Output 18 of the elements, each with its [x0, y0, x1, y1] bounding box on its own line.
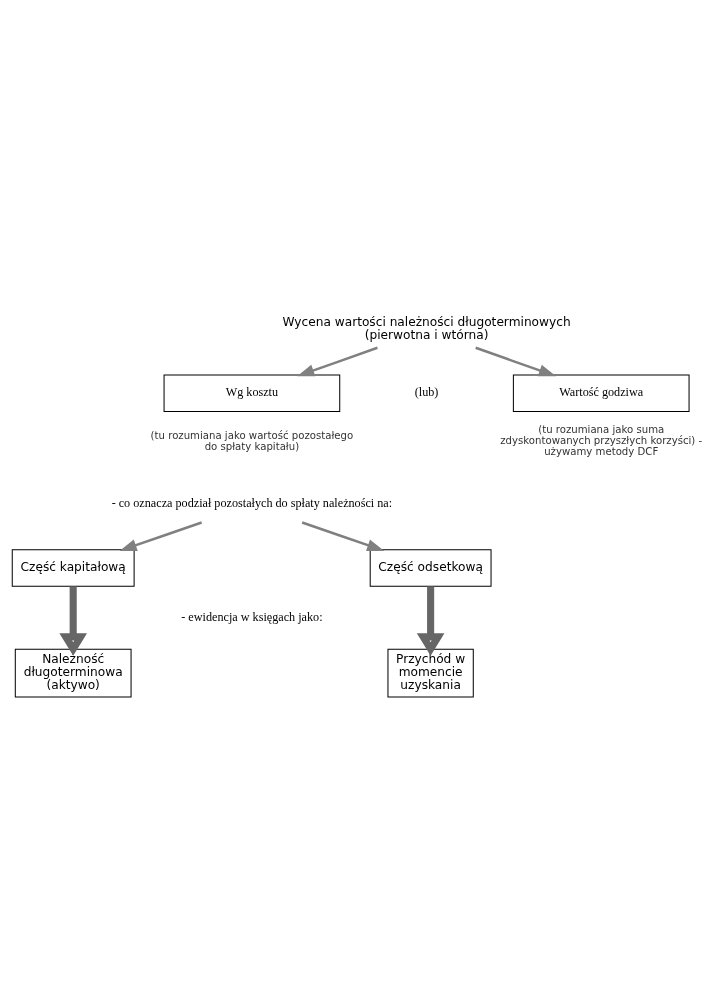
node-label: (tu rozumiana jako suma zdyskontowanych przyszłych korzyści) - używamy metody DCF: [500, 423, 703, 458]
node-label: (tu rozumiana jako wartość pozostałego do spłaty kapitału): [150, 429, 354, 452]
node-box: Część kapitałową: [11, 549, 135, 587]
node-box: Wartość godziwa: [512, 374, 690, 413]
node-box: Część odsetkową: [369, 549, 492, 587]
arrow: [297, 346, 378, 377]
arrow: [119, 521, 203, 551]
label: (lub): [414, 385, 439, 400]
node-box: Należność długoterminowa (aktywo): [14, 648, 132, 698]
label: - ewidencja w księgach jako:: [181, 609, 323, 624]
arrow: [59, 586, 87, 656]
arrow: [416, 586, 445, 656]
arrow: [475, 346, 557, 377]
node-box: Wg kosztu: [163, 374, 341, 413]
node-text: - co oznacza podział pozostałych do spłaty należności na:: [111, 496, 393, 511]
arrow: [301, 521, 385, 551]
node-box: Przychód w momencie uzyskania: [387, 648, 474, 698]
node-text: Wycena wartości należności długoterminowych (pierwotna i wtórna): [282, 314, 571, 343]
